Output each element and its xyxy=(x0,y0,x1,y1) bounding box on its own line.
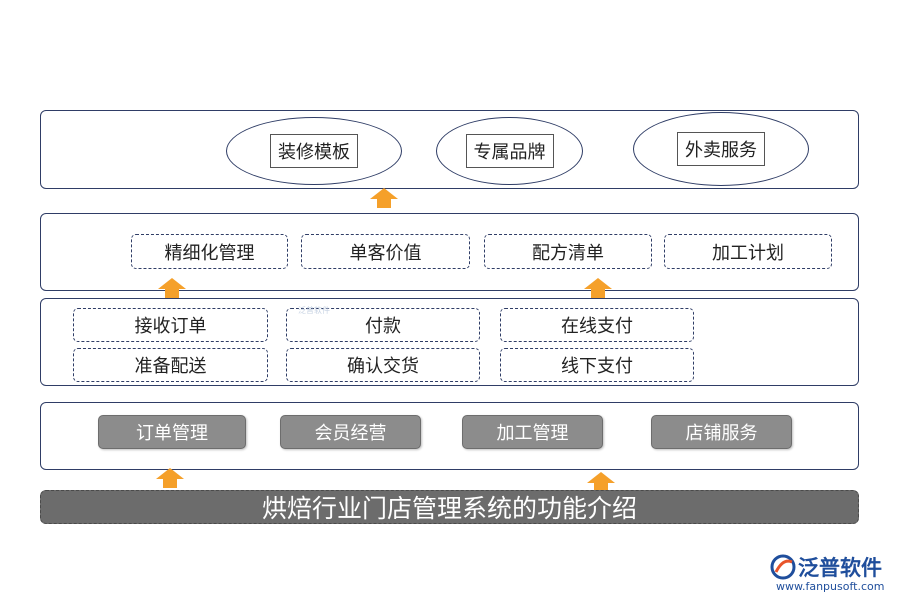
diagram-title: 烘焙行业门店管理系统的功能介绍 xyxy=(40,490,859,524)
box-recipe-list: 配方清单 xyxy=(484,234,652,269)
oval-label: 专属品牌 xyxy=(465,134,554,168)
box-order-management: 订单管理 xyxy=(98,415,246,449)
up-arrow-icon xyxy=(584,278,612,298)
box-processing-management: 加工管理 xyxy=(462,415,603,449)
logo-url: www.fanpusoft.com xyxy=(776,580,885,593)
oval-decoration-template: 装修模板 xyxy=(226,117,402,185)
box-confirm-delivery: 确认交货 xyxy=(286,348,480,382)
oval-takeout-service: 外卖服务 xyxy=(633,112,809,186)
brand-logo: 泛普软件 www.fanpusoft.com xyxy=(770,552,892,596)
box-receive-order: 接收订单 xyxy=(73,308,268,342)
box-online-payment: 在线支付 xyxy=(500,308,694,342)
box-fine-management: 精细化管理 xyxy=(131,234,288,269)
box-customer-value: 单客价值 xyxy=(301,234,470,269)
box-payment: 付款 xyxy=(286,308,480,342)
box-processing-plan: 加工计划 xyxy=(664,234,832,269)
up-arrow-icon xyxy=(370,188,398,208)
box-store-service: 店铺服务 xyxy=(651,415,792,449)
up-arrow-icon xyxy=(587,472,615,492)
oval-label: 装修模板 xyxy=(270,134,358,168)
box-member-operation: 会员经营 xyxy=(280,415,421,449)
up-arrow-icon xyxy=(158,278,186,298)
fanpu-logo-icon xyxy=(770,554,796,580)
oval-label: 外卖服务 xyxy=(677,132,765,166)
up-arrow-icon xyxy=(156,468,184,488)
box-prepare-delivery: 准备配送 xyxy=(73,348,268,382)
logo-name: 泛普软件 xyxy=(798,556,882,580)
oval-exclusive-brand: 专属品牌 xyxy=(436,117,583,185)
box-offline-payment: 线下支付 xyxy=(500,348,694,382)
watermark: 泛普软件 xyxy=(298,306,330,315)
